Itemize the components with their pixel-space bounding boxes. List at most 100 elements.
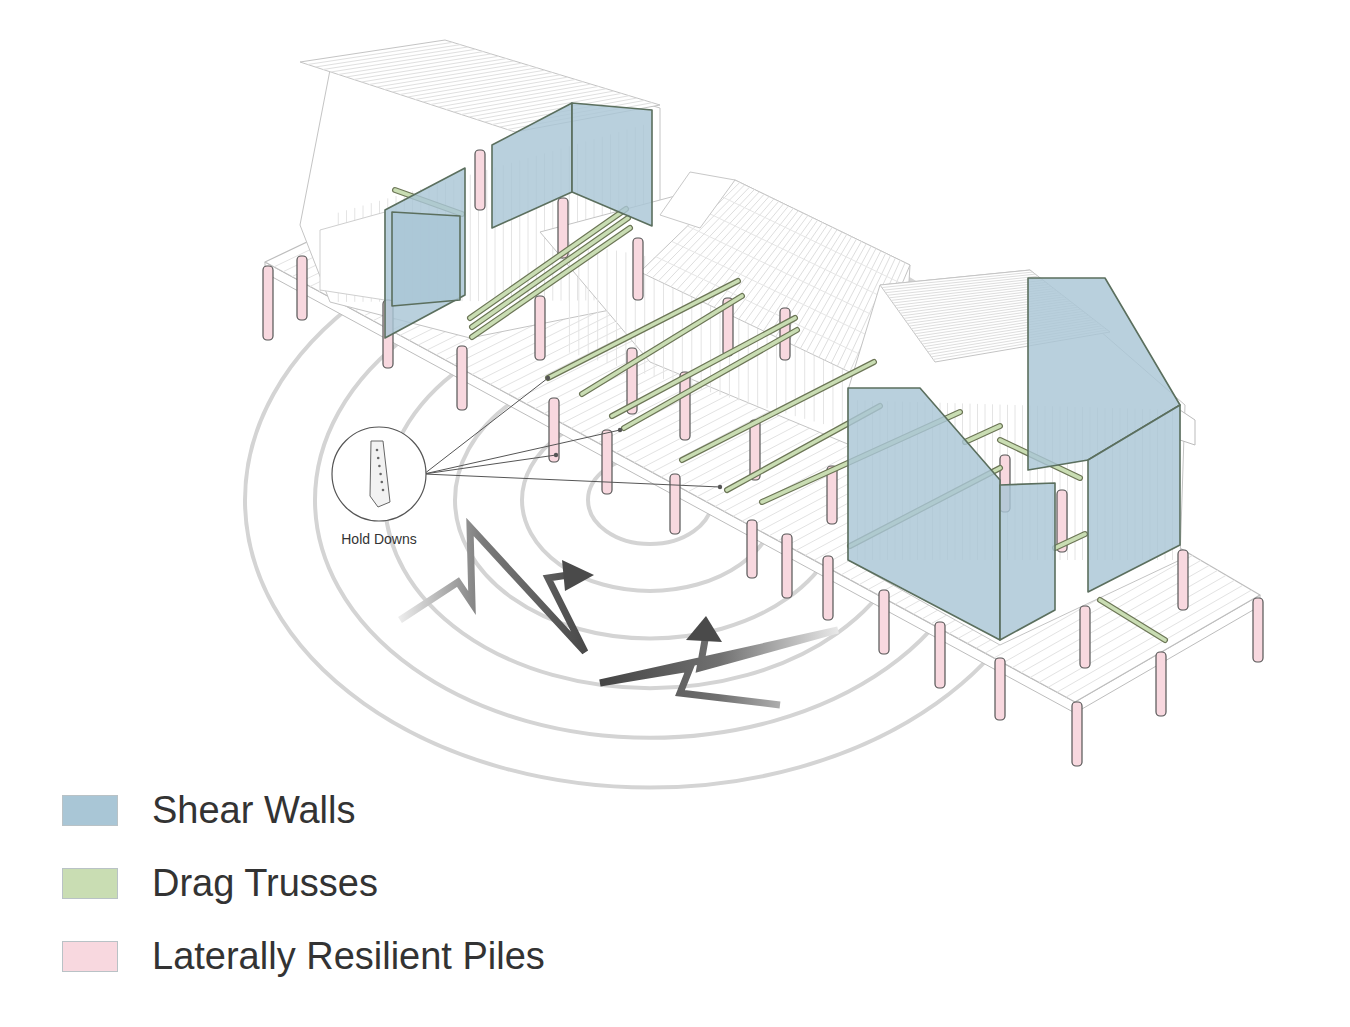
pile [1080,606,1090,668]
framing-line [625,252,626,368]
pile [879,590,889,654]
shear-wall [1088,405,1180,592]
drag-truss-outline [1055,534,1085,548]
shear-wall [392,212,460,306]
fastener-hole [381,481,384,484]
framing-line [346,54,491,77]
leader-dot [546,376,550,380]
framing-line [392,68,537,92]
drag-truss-outline [612,318,795,416]
arrow-head [686,616,722,642]
drag-truss [1100,600,1165,640]
gable-end [660,172,735,228]
leader-dot [554,453,558,457]
framing-line [703,211,894,303]
legend-label: Drag Trusses [152,862,378,905]
drag-truss [472,218,628,327]
drag-truss [612,318,795,416]
fastener-hole [382,489,385,492]
drag-truss-outline [472,218,628,327]
drag-truss-outline [582,296,742,394]
callout-label: Hold Downs [341,531,416,548]
callout-outline [330,425,428,523]
drag-truss [682,362,874,460]
fastener-hole [379,473,382,476]
leader-lines [424,376,722,489]
leader-dot [718,485,722,489]
pile [1156,652,1166,716]
eave-detail [1180,410,1195,445]
leader-line [424,474,720,487]
framing-line [400,70,545,94]
framing-line [588,245,589,358]
shear-wall [848,388,1000,640]
framing-line [423,77,568,102]
framing-line [438,82,583,107]
framing-line [384,66,529,90]
framing-line [377,63,522,87]
legend-item: Laterally Resilient Piles [62,936,545,976]
legend-label: Shear Walls [152,789,355,832]
legend-swatch [62,868,118,899]
pile [823,556,833,620]
framing-line [886,276,1039,293]
pile [263,266,273,340]
shear-wall [572,103,652,226]
legend-label: Laterally Resilient Piles [152,935,545,978]
pile [680,372,690,440]
framing-line [470,175,471,302]
framing-line [369,61,514,85]
arrow-head [562,560,594,591]
building [265,40,1260,713]
pile [782,534,792,598]
seismic-arrows [400,527,838,705]
leader-line [424,430,620,474]
drag-truss [582,296,742,394]
pile [1178,550,1188,610]
pile [297,256,307,320]
pile [535,296,545,360]
pile [935,622,945,688]
callout-circle-outline [332,427,426,521]
framing-line [431,79,576,104]
hold-down-icon [370,441,390,507]
left-wing-end-wall [320,212,385,300]
drag-truss-outline [682,362,874,460]
pile [457,346,467,410]
shear-wall [385,168,465,338]
legend-item: Drag Trusses [62,863,378,903]
drag-truss [965,426,1000,442]
pile [1253,598,1263,662]
leader-dot [618,428,622,432]
legend-item: Shear Walls [62,790,355,830]
pile [475,150,485,210]
pile [633,238,643,300]
pile [747,520,757,578]
leader-line [424,455,556,474]
pile [1072,702,1082,766]
framing-line [616,251,617,366]
drag-truss-outline [1100,600,1165,640]
drag-truss-outline [472,228,630,337]
callout-circle: Hold Downs [330,425,428,523]
pile [670,474,680,534]
framing-line [315,45,460,67]
legend-swatch [62,941,118,972]
framing-line [323,47,468,70]
seismic-wave-arrow [400,527,585,652]
framing-line [893,284,1049,303]
piles [263,150,1263,766]
framing-line [719,195,902,284]
drag-truss [1055,534,1085,548]
framing-line [361,59,506,82]
fastener-hole [376,449,379,452]
framing-line [354,56,499,79]
right-wing-walls [848,270,1185,645]
framing-line [331,49,476,72]
pile [995,658,1005,720]
drag-truss [472,228,630,337]
framing-line [486,170,487,301]
fastener-hole [378,465,381,468]
framing-line [308,42,453,64]
